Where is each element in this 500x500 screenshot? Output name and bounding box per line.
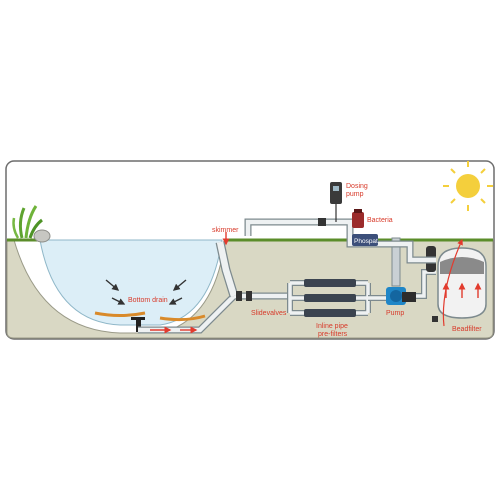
skimmer-label: skimmer xyxy=(212,227,239,234)
slidevalves-label: Slidevalves xyxy=(251,310,287,317)
inline-prefilters xyxy=(304,279,356,317)
sun-icon xyxy=(443,161,493,211)
beadfilter-label: Beadfilter xyxy=(452,326,482,333)
plant-icon xyxy=(12,205,43,239)
phosphate-box xyxy=(352,234,378,246)
dosing-pump-label-1: Dosing xyxy=(346,183,368,190)
bacteria-container xyxy=(352,209,364,228)
bottom-drain-label: Bottom drain xyxy=(128,297,168,304)
phosphate-box-label: Phospat xyxy=(354,238,378,245)
ground xyxy=(6,239,494,339)
bottom-drain xyxy=(131,317,145,332)
dosing-pump xyxy=(330,182,342,222)
flow-arrows-pond xyxy=(105,279,187,305)
pump-label: Pump xyxy=(386,310,404,317)
inline-prefilters-label-1: Inline pipe xyxy=(316,323,348,330)
return-valve xyxy=(318,218,326,226)
bacteria-label: Bacteria xyxy=(367,217,393,224)
beadfilter xyxy=(432,247,487,322)
bead-return-arrow xyxy=(442,238,463,327)
slidevalves xyxy=(236,291,252,301)
pond-gravel xyxy=(94,311,206,322)
dosing-pump-label-2: pump xyxy=(346,191,364,198)
inline-prefilters-label-2: pre-filters xyxy=(318,331,348,338)
stone-icon xyxy=(33,229,51,243)
pump xyxy=(386,287,416,305)
uv-tube xyxy=(391,237,401,287)
